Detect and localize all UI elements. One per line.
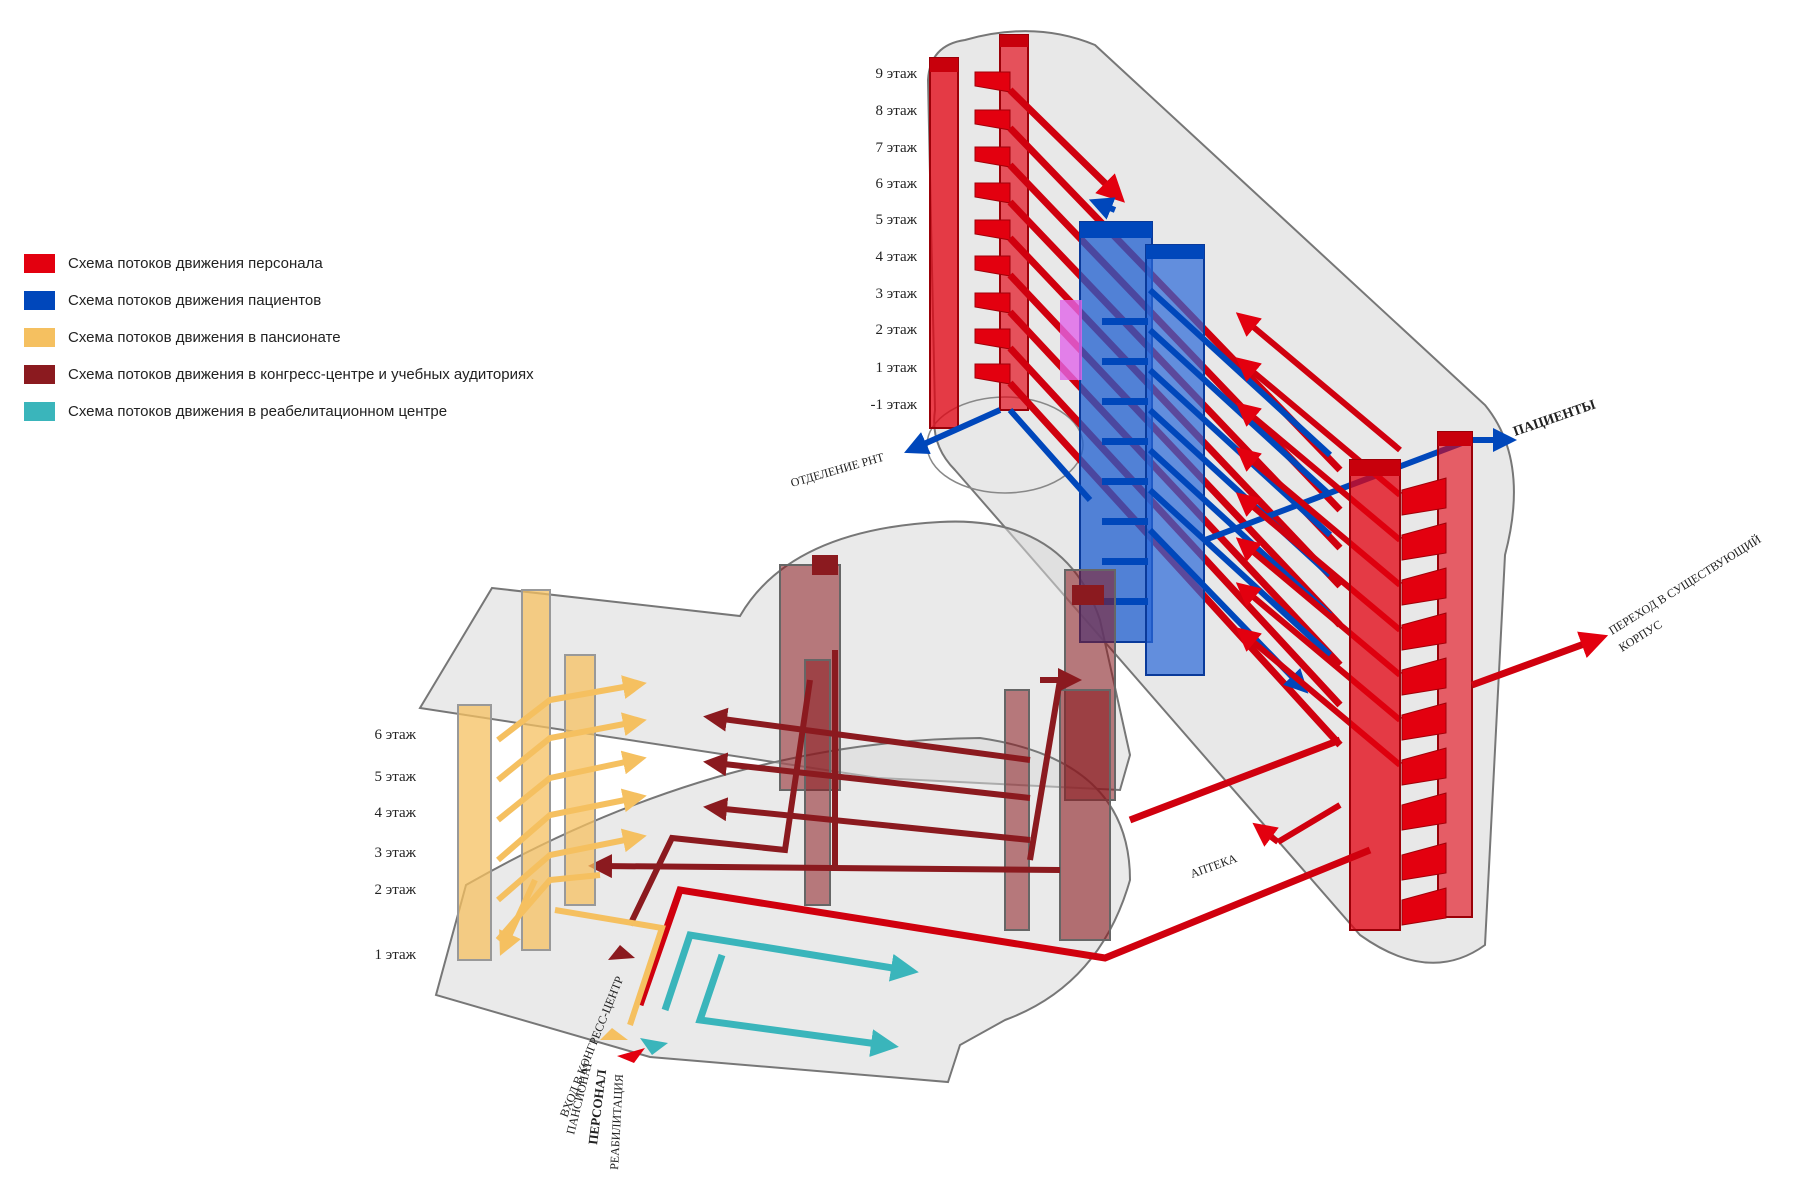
lower-floor-label: 3 этаж — [375, 845, 417, 861]
pension-towers — [457, 589, 596, 961]
legend-label-congress: Схема потоков движения в конгресс-центре… — [68, 366, 534, 383]
lower-floor-label: 2 этаж — [375, 882, 417, 898]
staff-stairs-right — [1401, 477, 1447, 926]
pension-corridors — [495, 675, 666, 1026]
legend-label-patients: Схема потоков движения пациентов — [68, 292, 322, 309]
transition-corridor — [1470, 631, 1609, 689]
patient-tower-ledges — [1102, 318, 1148, 605]
legend-swatch-staff — [24, 254, 55, 273]
lower-floor-label: 4 этаж — [375, 805, 417, 821]
staff-corridors-lower — [636, 736, 1372, 1007]
legend-swatch-pension — [24, 328, 55, 347]
lower-floor-label: 1 этаж — [375, 947, 417, 963]
lower-floor-label: 6 этаж — [375, 727, 417, 743]
label-rnt: ОТДЕЛЕНИЕ РНТ — [789, 450, 886, 490]
congress-corridors — [588, 650, 1082, 927]
lower-floor-label: 5 этаж — [375, 769, 417, 785]
tower-floor-label: -1 этаж — [871, 397, 918, 413]
tower-floor-label: 3 этаж — [876, 286, 918, 302]
tower-floor-label: 2 этаж — [876, 322, 918, 338]
tower-floor-label: 4 этаж — [876, 249, 918, 265]
legend-swatch-congress — [24, 365, 55, 384]
label-pharmacy: АПТЕКА — [1188, 851, 1239, 881]
entrance-markers — [600, 945, 668, 1063]
legend-swatch-patients — [24, 291, 55, 310]
legend-label-pension: Схема потоков движения в пансионате — [68, 329, 341, 346]
tower-floor-label: 9 этаж — [876, 66, 918, 82]
tower-floor-label: 6 этаж — [876, 176, 918, 192]
staff-floor-platforms — [974, 71, 1011, 385]
pink-highlight — [1060, 300, 1082, 380]
rehab-corridors — [661, 931, 919, 1057]
label-patients: ПАЦИЕНТЫ — [1511, 397, 1598, 439]
legend-label-staff: Схема потоков движения персонала — [68, 255, 323, 272]
legend-label-rehab: Схема потоков движения в реабелитационно… — [68, 403, 448, 420]
tower-floor-label: 7 этаж — [876, 140, 918, 156]
label-transition-line1: ПЕРЕХОД В СУЩЕСТВУЮЩИЙ — [1606, 532, 1764, 638]
tower-floor-label: 5 этаж — [876, 212, 918, 228]
tower-floor-label: 8 этаж — [876, 103, 918, 119]
legend-swatch-rehab — [24, 402, 55, 421]
tower-floor-label: 1 этаж — [876, 360, 918, 376]
label-entrance-rehab: РЕАБИЛИТАЦИЯ — [607, 1074, 626, 1170]
